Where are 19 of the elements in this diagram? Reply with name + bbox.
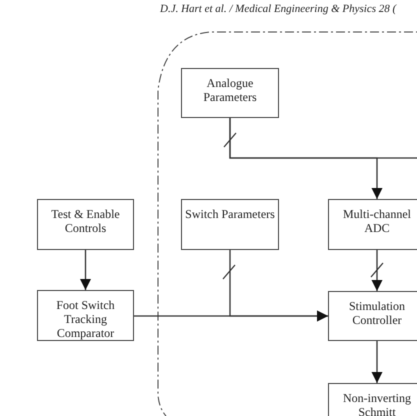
process-box: [181, 68, 279, 118]
box-label: Switch Parameters: [184, 207, 276, 221]
box-label: Foot Switch Tracking Comparator: [55, 298, 116, 340]
box-label: Analogue Parameters: [202, 76, 258, 104]
process-box: [37, 199, 134, 250]
process-box: [328, 291, 417, 341]
running-header: D.J. Hart et al. / Medical Engineering & Physics 28 (: [160, 3, 396, 15]
box-label: Test & Enable Controls: [50, 207, 121, 235]
process-box: [181, 199, 279, 250]
connector-line: [80, 250, 91, 290]
box-label: Stimulation Controller: [348, 299, 406, 327]
connector-line: [229, 118, 417, 159]
process-box: [37, 290, 134, 341]
box-label: Non-inverting Schmitt: [342, 391, 412, 416]
connector-line: [229, 250, 328, 322]
process-box: [328, 199, 417, 250]
connector-line: [372, 341, 382, 383]
connector-line: [372, 250, 382, 291]
box-label: Multi-channel ADC: [342, 207, 412, 235]
